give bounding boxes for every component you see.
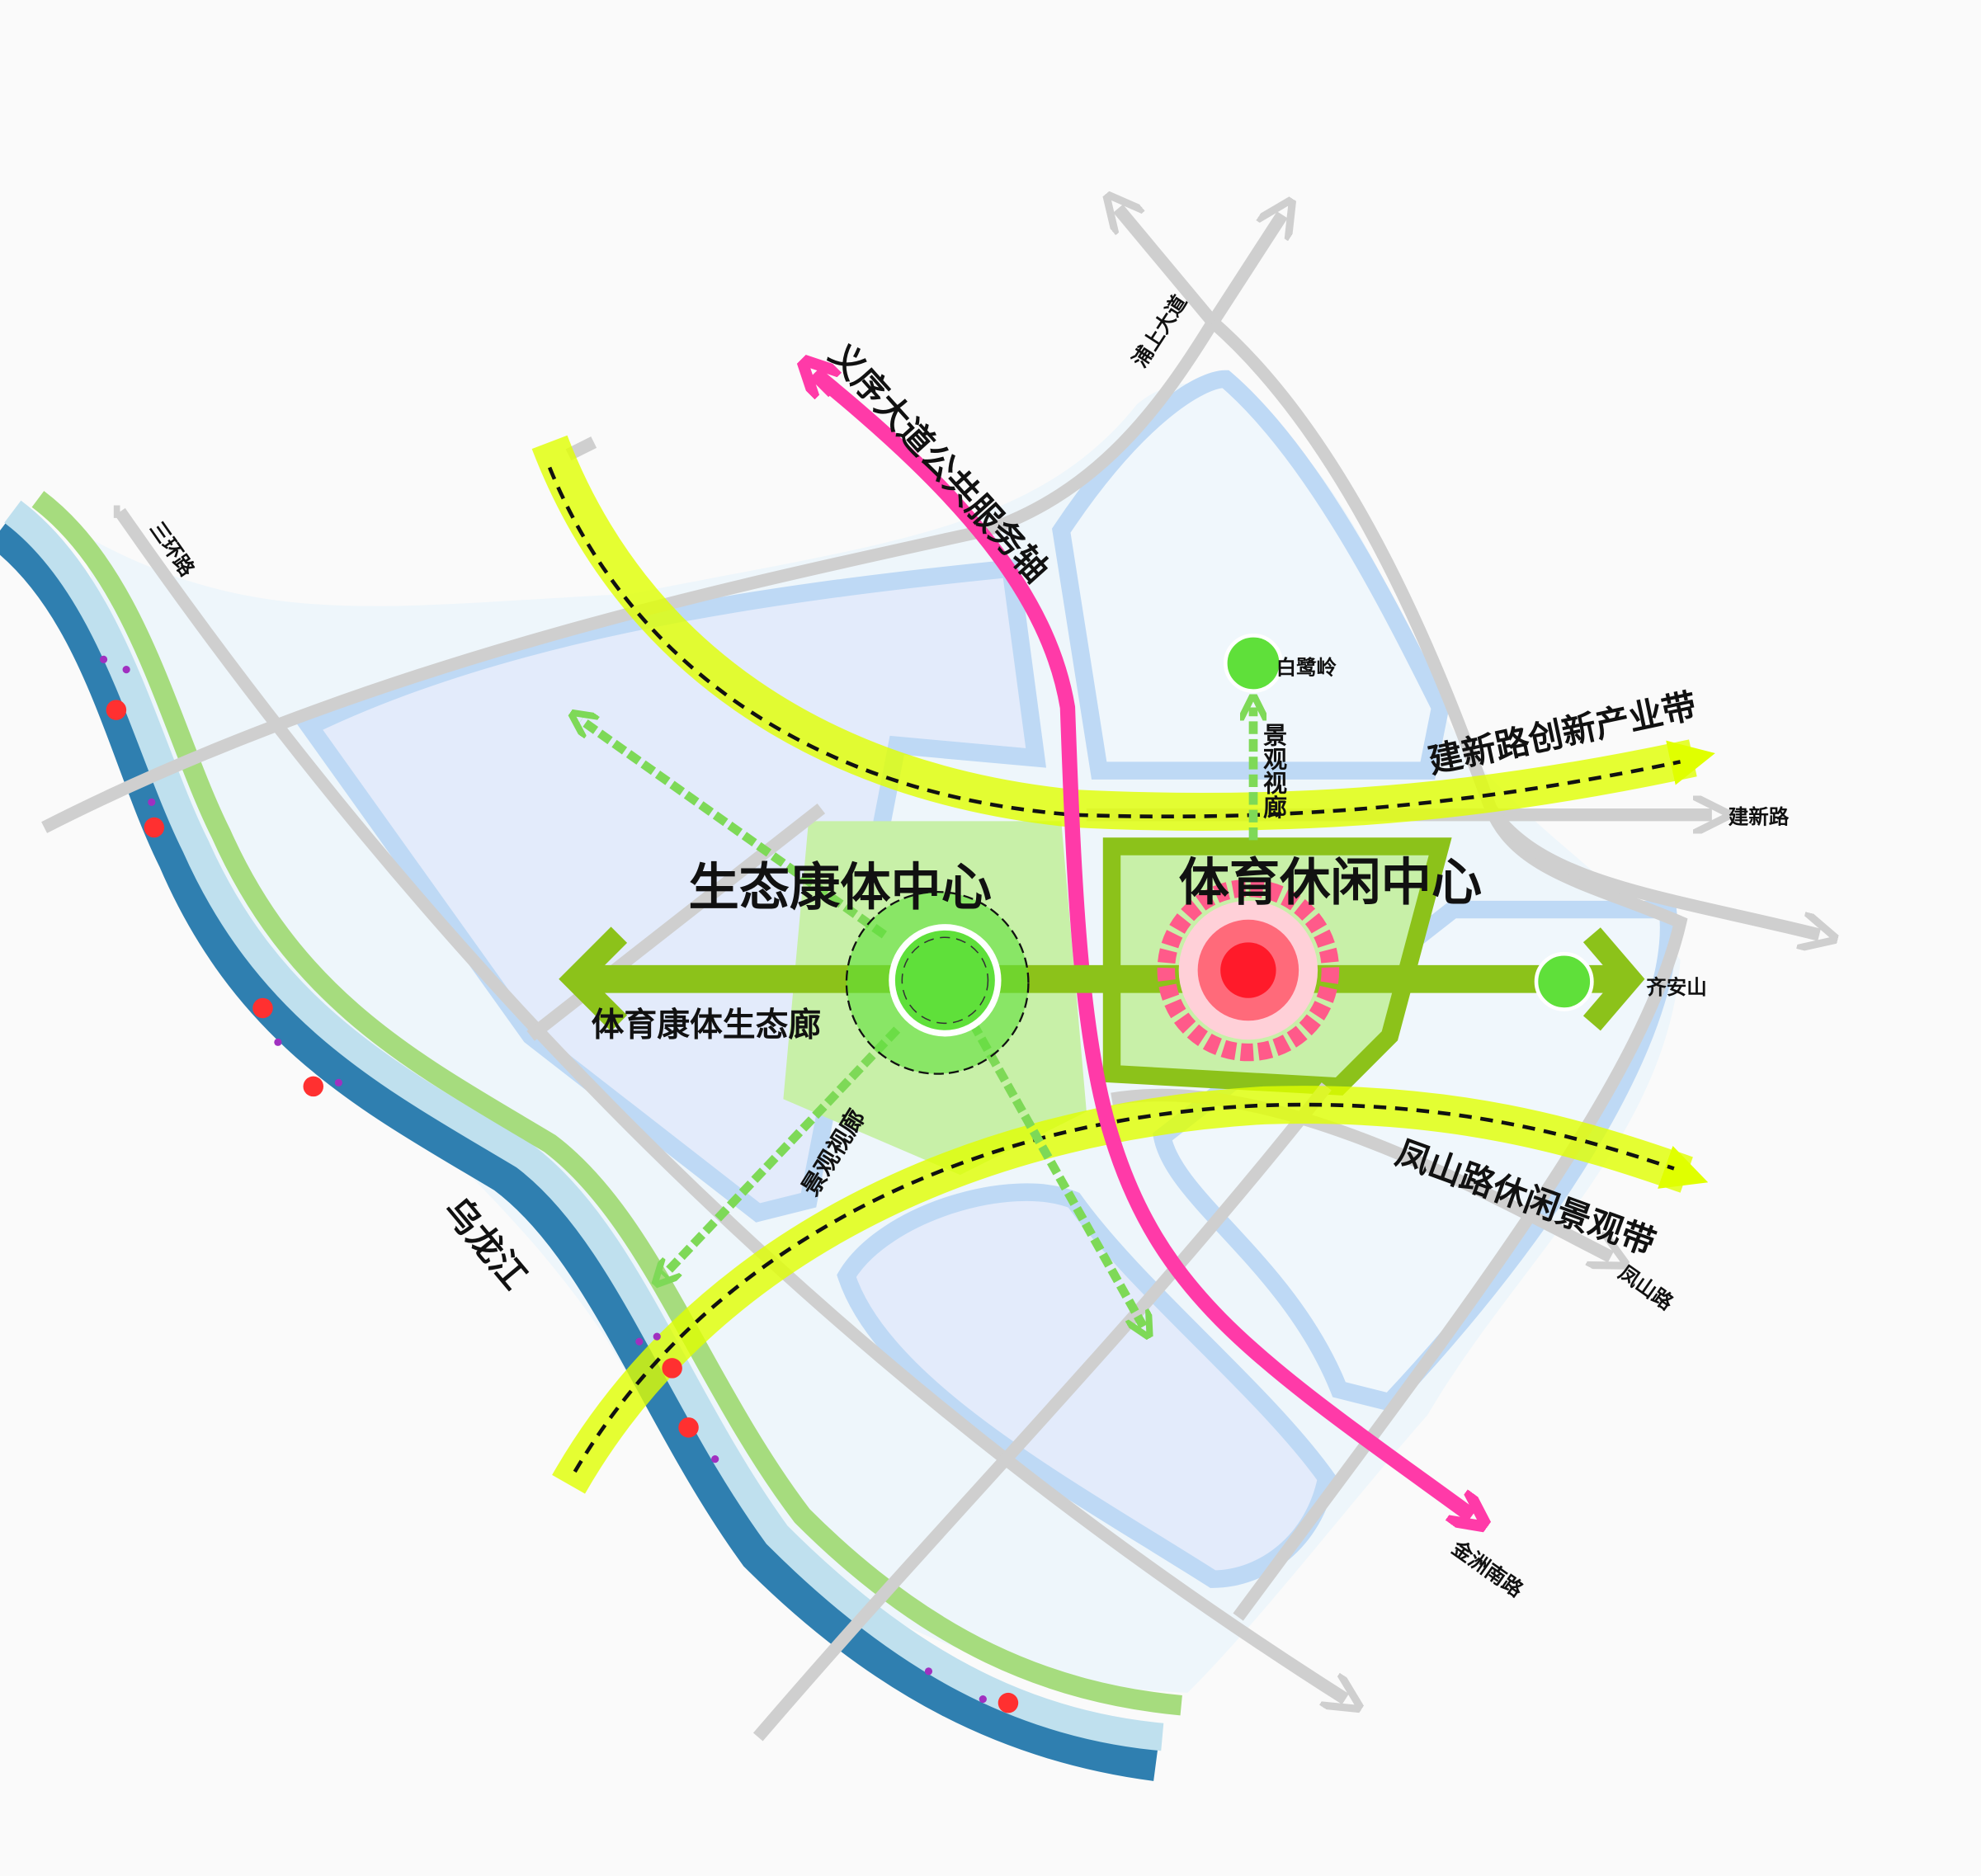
riverbank-green [31, 491, 1182, 1716]
label-view-corridor-north: 景观视廊 [1260, 723, 1288, 819]
label-road-fengshan: 凤山路 [1615, 1261, 1678, 1315]
sports-center-marker[interactable] [1157, 879, 1340, 1062]
label-center-sports: 体育休闲中心 [1179, 853, 1483, 912]
eco-corridor-arrow-right [1582, 927, 1645, 1031]
label-road-jianxin: 建新路 [1729, 804, 1790, 828]
eco-center-marker[interactable] [845, 890, 1030, 1075]
eco-corridor-arrow-left [559, 926, 628, 1032]
river-poi-dots [99, 655, 1019, 1713]
bailuling-marker [1224, 633, 1283, 693]
label-road-jinzhounan: 金洲南路 [1447, 1535, 1528, 1602]
label-bailuling: 白鹭岭 [1276, 656, 1337, 680]
label-center-eco: 生态康体中心 [689, 858, 993, 917]
label-qianshan: 齐安山 [1646, 975, 1707, 999]
river [0, 515, 1159, 1781]
qianshan-marker [1534, 951, 1594, 1011]
riverbank-water [4, 500, 1164, 1751]
label-corridor-eco: 体育康体生态廊 [592, 1006, 822, 1044]
